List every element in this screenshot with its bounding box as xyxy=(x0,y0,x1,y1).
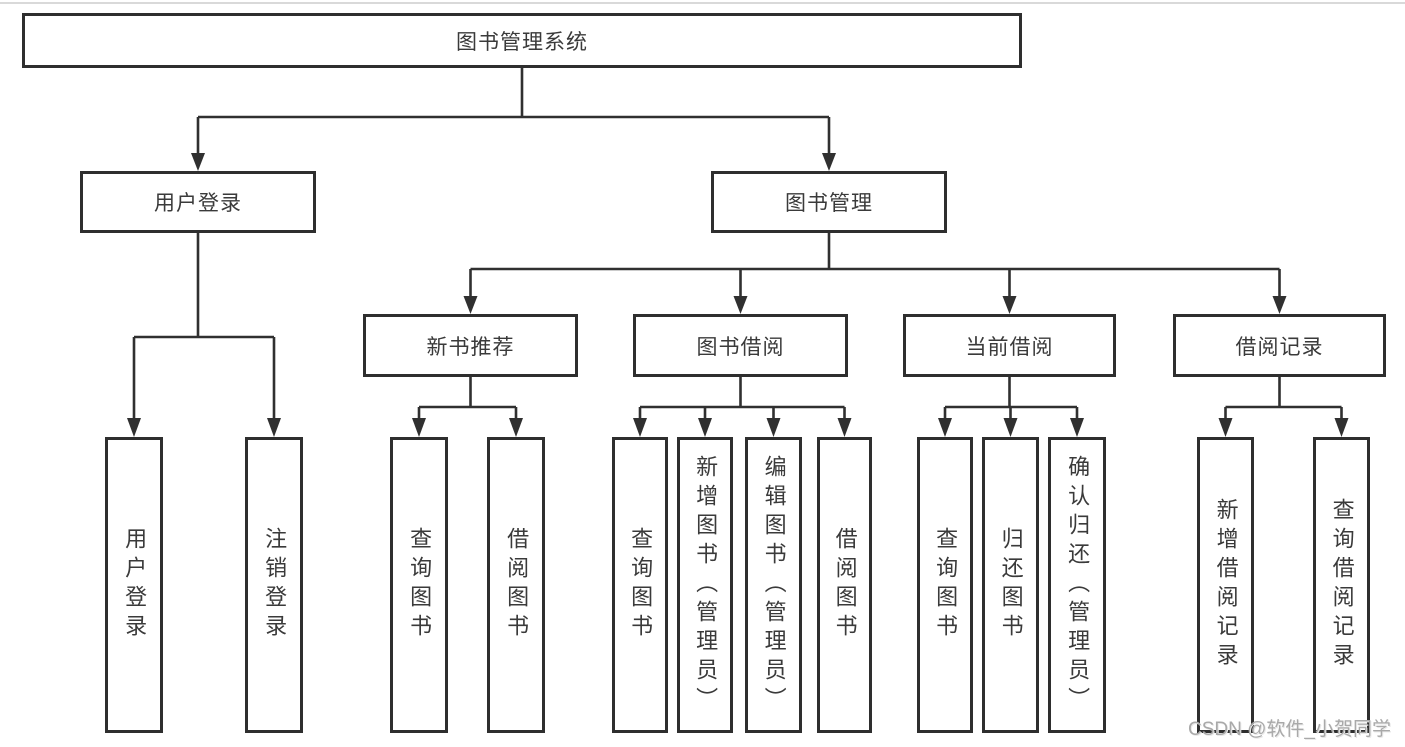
node-book-management-label: 图书管理 xyxy=(785,192,873,215)
leaf-br-query-record: 查询借阅记录 xyxy=(1313,437,1370,733)
leaf-cb-return-books: 归还图书 xyxy=(982,437,1039,733)
leaf-nb-query-books: 查询图书 xyxy=(390,437,448,733)
node-user-login-label: 用户登录 xyxy=(154,192,242,215)
node-user-login: 用户登录 xyxy=(80,171,316,233)
leaf-bb-edit-books-admin: 编辑图书（管理员） xyxy=(745,437,802,733)
node-root: 图书管理系统 xyxy=(22,13,1022,68)
arrowhead xyxy=(267,418,281,437)
leaf-bb-add-books-admin: 新增图书（管理员） xyxy=(677,437,733,733)
node-book-borrowing: 图书借阅 xyxy=(633,314,848,377)
leaf-bb-edit-books-admin-label: 编辑图书（管理员） xyxy=(761,454,787,716)
node-new-book-recommend: 新书推荐 xyxy=(363,314,578,377)
leaf-logout-label: 注销登录 xyxy=(262,527,288,643)
leaf-nb-borrow-books: 借阅图书 xyxy=(487,437,545,733)
node-new-book-recommend-label: 新书推荐 xyxy=(426,335,515,359)
leaf-cb-return-books-label: 归还图书 xyxy=(998,527,1024,643)
arrowhead xyxy=(1003,418,1018,437)
leaf-bb-query-books-label: 查询图书 xyxy=(628,527,654,643)
leaf-user-login-label: 用户登录 xyxy=(122,527,148,643)
arrowhead xyxy=(1334,418,1349,437)
node-current-borrowing-label: 当前借阅 xyxy=(965,335,1054,359)
arrowhead xyxy=(822,153,836,171)
arrowhead xyxy=(127,418,141,437)
leaf-cb-confirm-return-admin-label: 确认归还（管理员） xyxy=(1065,454,1091,716)
arrowhead xyxy=(412,418,426,437)
leaf-nb-query-books-label: 查询图书 xyxy=(407,527,433,643)
leaf-br-query-record-label: 查询借阅记录 xyxy=(1329,498,1355,672)
arrowhead xyxy=(733,296,748,314)
top-border-line xyxy=(0,2,1405,4)
arrowhead xyxy=(1002,296,1017,314)
arrowhead xyxy=(509,418,523,437)
leaf-logout: 注销登录 xyxy=(245,437,303,733)
leaf-bb-query-books: 查询图书 xyxy=(612,437,668,733)
arrowhead xyxy=(766,418,781,437)
leaf-user-login: 用户登录 xyxy=(105,437,163,733)
leaf-cb-query-books-label: 查询图书 xyxy=(933,527,959,643)
node-book-management: 图书管理 xyxy=(711,171,947,233)
leaf-br-add-record: 新增借阅记录 xyxy=(1197,437,1254,733)
csdn-watermark: CSDN @软件_小贺同学 xyxy=(1188,719,1391,740)
arrowhead xyxy=(1070,418,1084,437)
leaf-bb-borrow-books: 借阅图书 xyxy=(817,437,872,733)
leaf-bb-add-books-admin-label: 新增图书（管理员） xyxy=(693,454,719,716)
arrowhead xyxy=(698,418,712,437)
node-book-borrowing-label: 图书借阅 xyxy=(696,335,785,359)
connector-path xyxy=(132,68,1343,421)
arrowhead xyxy=(633,418,647,437)
arrowhead xyxy=(463,296,478,314)
leaf-cb-confirm-return-admin: 确认归还（管理员） xyxy=(1048,437,1106,733)
leaf-nb-borrow-books-label: 借阅图书 xyxy=(504,527,530,643)
arrowhead xyxy=(938,418,952,437)
leaf-cb-query-books: 查询图书 xyxy=(917,437,973,733)
leaf-br-add-record-label: 新增借阅记录 xyxy=(1213,498,1239,672)
arrowhead xyxy=(191,153,205,171)
node-borrowing-records-label: 借阅记录 xyxy=(1235,335,1324,359)
node-current-borrowing: 当前借阅 xyxy=(903,314,1116,377)
node-borrowing-records: 借阅记录 xyxy=(1173,314,1386,377)
arrowhead xyxy=(1272,296,1287,314)
leaf-bb-borrow-books-label: 借阅图书 xyxy=(832,527,858,643)
arrowhead xyxy=(837,418,852,437)
arrowhead xyxy=(1218,418,1233,437)
node-root-label: 图书管理系统 xyxy=(456,30,588,54)
